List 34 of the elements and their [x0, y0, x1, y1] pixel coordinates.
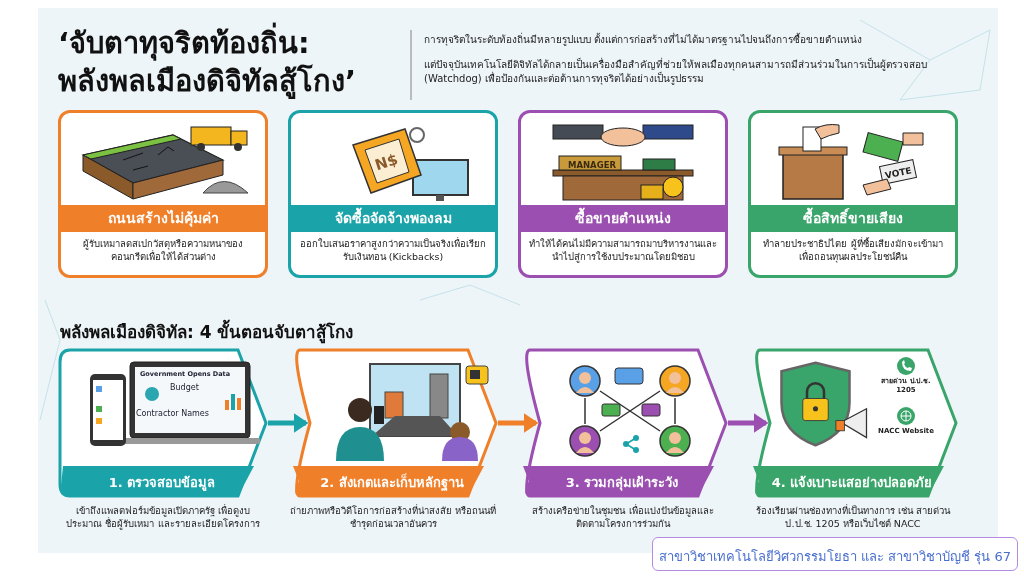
- step-heading: 3. รวมกลุ่มเฝ้าระวัง: [564, 474, 680, 493]
- heading-banner: จัดซื้อจัดจ้างพองลม: [291, 205, 495, 232]
- intro-paragraph: การทุจริตในระดับท้องถิ่นมีหลายรูปแบบ ตั้งแต่การก่อสร้างที่ไม่ได้มาตรฐานไปจนถึงการซื้อขายตำแหน่ง: [424, 33, 864, 47]
- arrow: [268, 413, 309, 433]
- heading-banner: ซื้อสิทธิ์ขายเสียง: [751, 205, 955, 232]
- tag-text: N$: [372, 150, 401, 175]
- problem-card: [58, 110, 268, 278]
- problem-card: [288, 110, 498, 278]
- screen-text: Budget: [170, 383, 199, 392]
- heading-banner: ซื้อขายตำแหน่ง: [521, 205, 725, 232]
- footer-box: [652, 537, 1018, 571]
- card-description: ผู้รับเหมาลดสเปกวัสดุหรือความหนาของคอนกรีตเพื่อให้ได้ส่วนต่าง: [82, 237, 244, 263]
- step-description: สร้างเครือข่ายในชุมชน เพื่อแบ่งปันข้อมูลและติดตามโครงการร่วมกัน: [531, 504, 715, 530]
- card-description: ทำให้ได้คนไม่มีความสามารถมาบริหารงานและนำไปสู่การใช้งบประมาณโดยมิชอบ: [529, 237, 717, 263]
- title: ‘จับตาทุจริตท้องถิ่น: พลังพลเมืองดิจิทัลสู้โกง’: [58, 24, 363, 100]
- footer-text: สาขาวิชาเทคโนโลยีวิศวกรรมโยธา และ สาขาวิชาบัญชี รุ่น 67: [657, 548, 1013, 567]
- card-description: ทำลายประชาธิปไตย ผู้ที่ซื้อเสียงมักจะเข้ามาเพื่อถอนทุนผลประโยชน์คืน: [762, 237, 944, 263]
- arrow: [728, 413, 769, 433]
- intro-paragraph: แต่ปัจจุบันเทคโนโลยีดิจิทัลได้กลายเป็นเครื่องมือสำคัญที่ช่วยให้พลเมืองทุกคนสามารถมีส่วนร่วมในการเป็นผู้ตรวจสอบ (Watchdog) เพื่อป้องกันและต่อต้านการทุจริตได้อย่างเป็นรูปธรรม: [424, 58, 928, 86]
- arrow: [498, 413, 539, 433]
- nameplate-text: MANAGER: [567, 160, 617, 170]
- screen-text: Contractor Names: [136, 409, 209, 418]
- step-heading: 2. สังเกตและเก็บหลักฐาน: [319, 472, 465, 493]
- step-description: เข้าถึงแพลตฟอร์มข้อมูลเปิดภาครัฐ เพื่อดูงบประมาณ ชื่อผู้รับเหมา และรายละเอียดโครงการ: [65, 504, 261, 530]
- problem-card: [748, 110, 958, 278]
- heading-banner: ถนนสร้างไม่คุ้มค่า: [61, 205, 265, 232]
- problem-card: [518, 110, 728, 278]
- step-description: ถ่ายภาพหรือวิดีโอการก่อสร้างที่น่าสงสัย หรือถนนที่ชำรุดก่อนเวลาอันควร: [289, 504, 497, 530]
- step-heading: 1. ตรวจสอบข้อมูล: [107, 474, 217, 493]
- step-description: ร้องเรียนผ่านช่องทางที่เป็นทางการ เช่น สายด่วน ป.ป.ช. 1205 หรือเว็บไซต์ NACC: [754, 504, 952, 530]
- ballot-text: VOTE: [884, 165, 913, 181]
- section-heading: พลังพลเมืองดิจิทัล: 4 ขั้นตอนจับตาสู้โกง: [60, 318, 354, 345]
- step-heading: 4. แจ้งเบาะแสอย่างปลอดภัย: [770, 474, 934, 492]
- card-description: ออกใบเสนอราคาสูงกว่าความเป็นจริงเพื่อเรียกรับเงินทอน (Kickbacks): [299, 237, 487, 263]
